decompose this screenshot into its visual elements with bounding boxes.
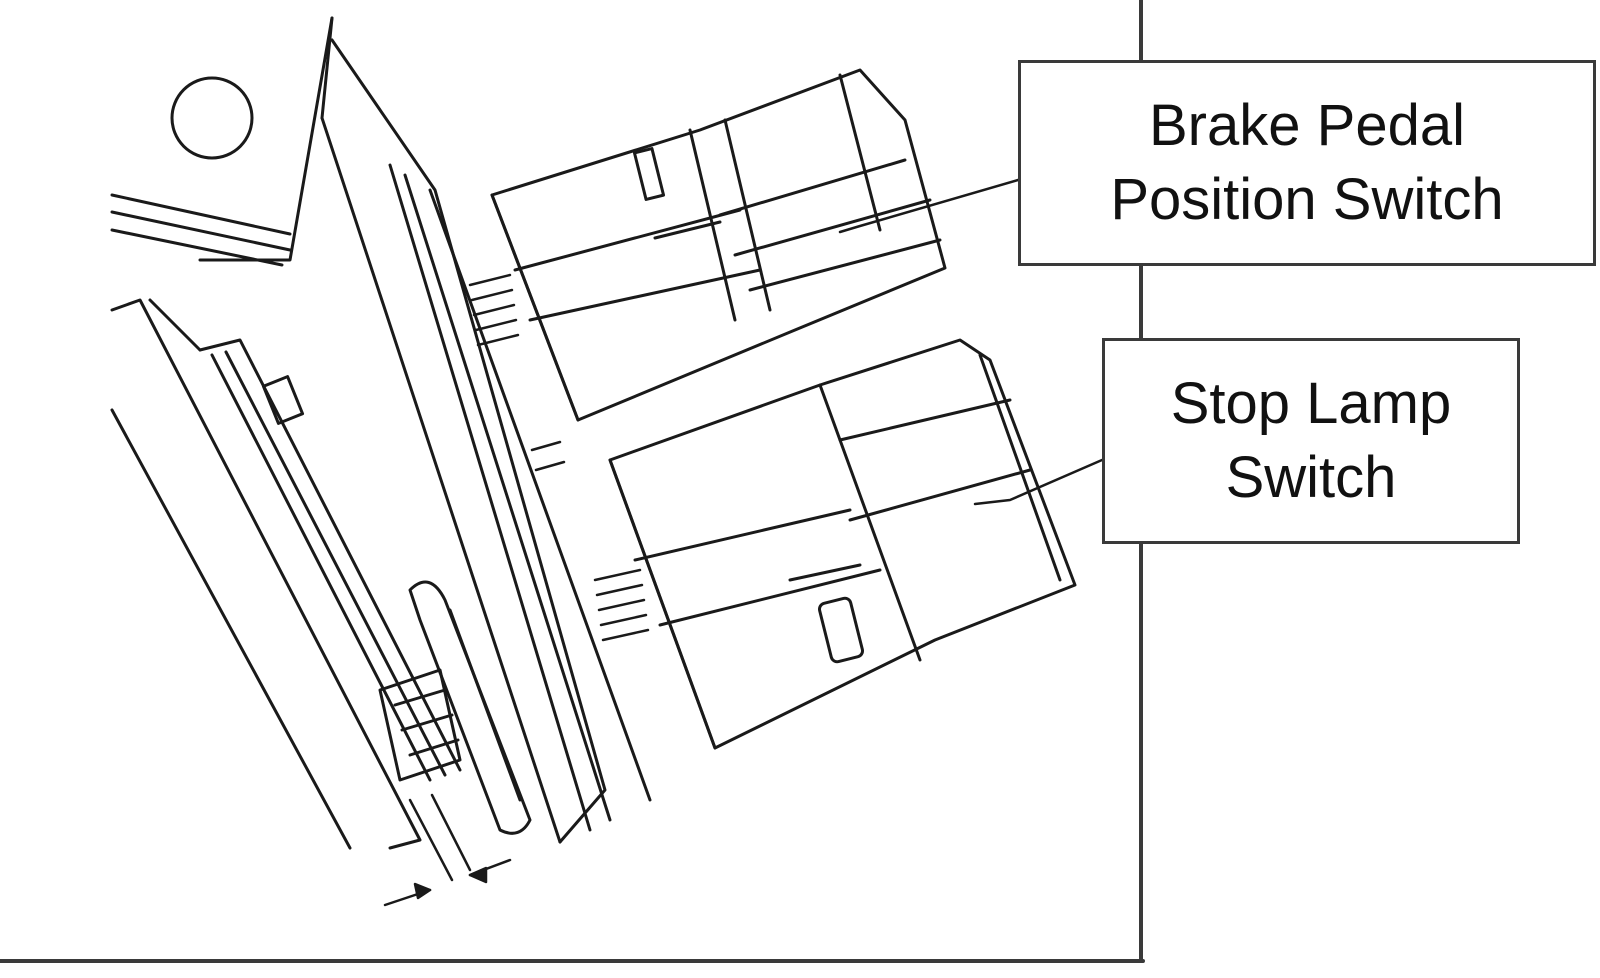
callout-brake-line1: Brake Pedal [1149,93,1465,158]
callout-stop-line1: Stop Lamp [1170,371,1452,436]
callout-stop-line2: Switch [1225,445,1397,510]
callout-leaders [838,178,1104,506]
lower-tab [408,580,532,835]
upper-bracket [110,16,334,267]
stop-lamp-switch-body [608,338,1077,750]
callout-brake-pedal-position-switch: Brake Pedal Position Switch [1018,60,1596,266]
callout-stop-lamp-switch: Stop Lamp Switch [1102,338,1520,544]
frame-lines [0,0,1145,963]
mounting-hole [170,76,254,160]
callout-brake-line2: Position Switch [1110,167,1504,232]
brake-pedal-switch-body [490,68,947,422]
mounting-plate [320,38,652,844]
switch-threads [468,273,650,642]
left-panel [110,298,462,850]
dimension-marker [383,793,512,907]
